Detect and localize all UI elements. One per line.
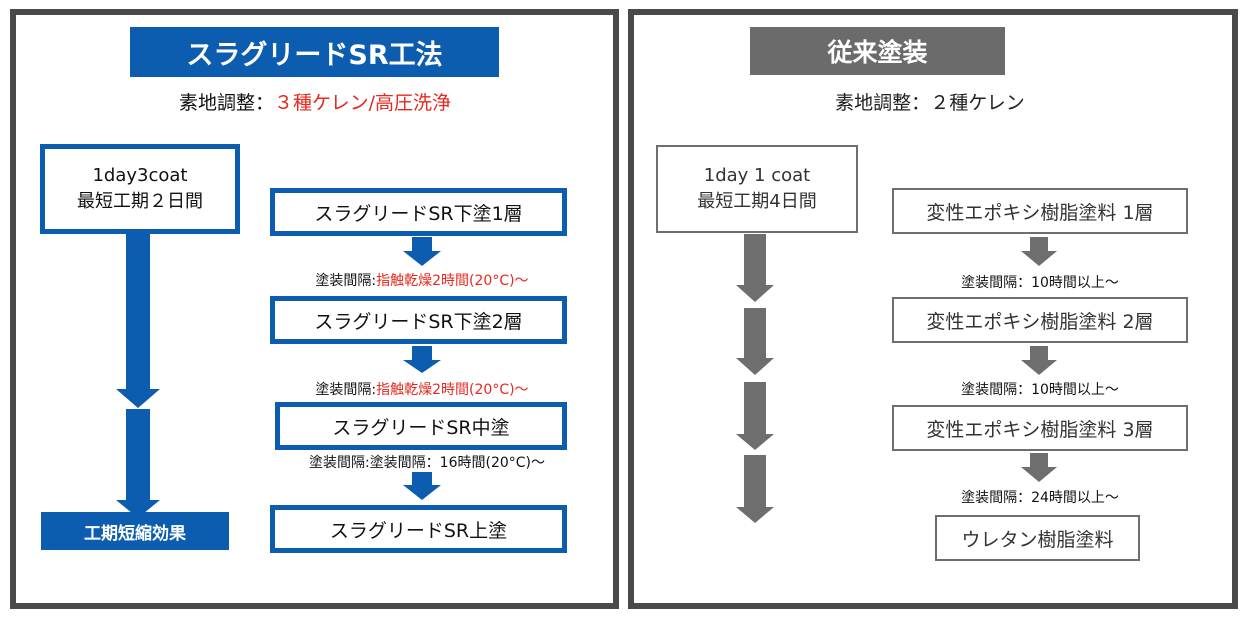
left-prep-label: 素地調整：: [178, 91, 274, 114]
right-interval-3: 塗装間隔：24時間以上〜: [961, 490, 1119, 506]
left-step-4: スラグリードSR上塗: [270, 505, 567, 553]
right-period-box: 1day 1 coat 最短工期4日間: [656, 145, 858, 233]
left-long-arrow-head-2: [116, 500, 160, 518]
left-surface-prep: 素地調整： ３種ケレン/高圧洗浄: [140, 86, 490, 116]
left-long-arrow-shaft-1: [126, 234, 150, 389]
left-interval-3-label: 塗装間隔:: [308, 455, 370, 471]
left-step-arrow-2: [403, 360, 441, 373]
left-interval-1-value: 指触乾燥2時間(20°C)〜: [376, 273, 529, 289]
left-period-line2: 最短工期２日間: [77, 191, 203, 212]
left-interval-1-label: 塗装間隔:: [315, 273, 377, 289]
effect-badge: 工期短縮効果: [41, 512, 229, 550]
left-long-arrow-head-1: [116, 389, 160, 408]
right-step-4: ウレタン樹脂塗料: [935, 515, 1140, 561]
right-step-1: 変性エポキシ樹脂塗料 1層: [892, 188, 1188, 234]
right-day-arrow-2: [736, 358, 774, 375]
right-day-arrow-3: [736, 434, 774, 450]
right-prep-value: ２種ケレン: [930, 91, 1025, 114]
right-step-arrow-2: [1021, 360, 1057, 375]
right-step-2: 変性エポキシ樹脂塗料 2層: [892, 297, 1188, 343]
left-step-1: スラグリードSR下塗1層: [270, 188, 567, 236]
left-period-box: 1day3coat 最短工期２日間: [40, 144, 240, 234]
left-step-arrow-3: [403, 485, 441, 500]
left-interval-2-label: 塗装間隔:: [315, 382, 377, 398]
left-interval-3-value: 塗装間隔：16時間(20°C)〜: [369, 455, 546, 471]
left-long-arrow-shaft-2: [126, 409, 150, 500]
conventional-title: 従来塗装: [750, 27, 1005, 75]
left-interval-3: 塗装間隔: 塗装間隔：16時間(20°C)〜: [272, 451, 582, 473]
left-interval-1: 塗装間隔: 指触乾燥2時間(20°C)〜: [272, 269, 572, 291]
slagreed-sr-title: スラグリードSR工法: [130, 27, 499, 77]
right-day-arrow-1: [736, 285, 774, 302]
right-step-3: 変性エポキシ樹脂塗料 3層: [892, 405, 1188, 451]
right-period-line2: 最短工期4日間: [697, 191, 817, 212]
left-step-2: スラグリードSR下塗2層: [270, 296, 567, 344]
left-interval-2-value: 指触乾燥2時間(20°C)〜: [376, 382, 529, 398]
right-interval-1: 塗装間隔：10時間以上〜: [961, 275, 1119, 291]
left-interval-2: 塗装間隔: 指触乾燥2時間(20°C)〜: [272, 378, 572, 400]
left-step-3: スラグリードSR中塗: [275, 402, 567, 450]
right-step-arrow-3: [1021, 467, 1057, 482]
right-interval-2: 塗装間隔：10時間以上〜: [961, 382, 1119, 398]
left-prep-value: ３種ケレン/高圧洗浄: [273, 91, 452, 114]
right-surface-prep: 素地調整： ２種ケレン: [780, 86, 1080, 116]
left-step-arrow-1: [403, 251, 441, 266]
right-prep-label: 素地調整：: [835, 91, 931, 114]
right-step-arrow-1: [1021, 251, 1057, 266]
left-period-line1: 1day3coat: [92, 165, 188, 186]
right-period-line1: 1day 1 coat: [703, 165, 811, 186]
right-day-arrow-4: [736, 507, 774, 523]
